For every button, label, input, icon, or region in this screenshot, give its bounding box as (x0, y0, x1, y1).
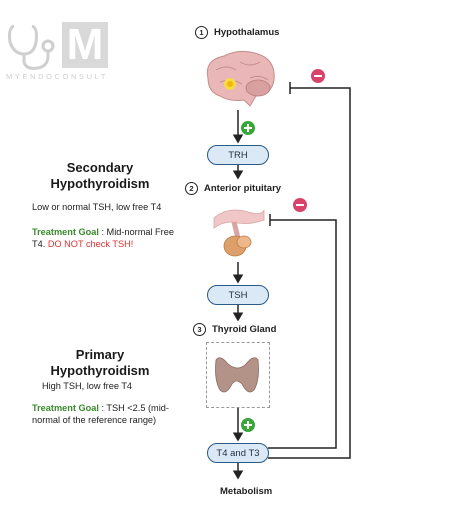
step-number: 3 (193, 323, 206, 336)
thyroid-icon (215, 357, 259, 393)
feedback-loop-pituitary (268, 219, 337, 449)
primary-finding: High TSH, low free T4 (42, 381, 133, 391)
pituitary-icon (213, 209, 265, 257)
brain-icon (206, 50, 275, 107)
step-number: 1 (195, 26, 208, 39)
step-anterior-pituitary: 2 Anterior pituitary (185, 182, 281, 195)
step-label: Anterior pituitary (204, 183, 282, 194)
step-label: Thyroid Gland (212, 324, 277, 335)
primary-title: Primary Hypothyroidism (20, 347, 180, 379)
goal-label: Treatment Goal (32, 227, 99, 237)
brand-logo: M (62, 22, 108, 68)
feedback-loop-hypothalamus (268, 87, 351, 459)
thyroid-frame (206, 342, 270, 408)
primary-title-line2: Hypothyroidism (50, 363, 150, 378)
metabolism-label: Metabolism (220, 486, 273, 497)
t4t3-pill: T4 and T3 (207, 443, 269, 463)
plus-icon (244, 421, 252, 429)
tsh-pill: TSH (207, 285, 269, 305)
secondary-title: Secondary Hypothyroidism (20, 160, 180, 192)
goal-label: Treatment Goal (32, 403, 99, 413)
secondary-finding: Low or normal TSH, low free T4 (32, 202, 162, 212)
stethoscope-logo-icon (8, 24, 55, 70)
secondary-title-line1: Secondary (66, 160, 134, 175)
step-number: 2 (185, 182, 198, 195)
secondary-title-line2: Hypothyroidism (50, 176, 150, 191)
step-label: Hypothalamus (214, 27, 280, 38)
plus-icon (244, 124, 252, 132)
step-thyroid-gland: 3 Thyroid Gland (193, 323, 276, 336)
goal-warning: DO NOT check TSH! (47, 239, 134, 249)
primary-treatment-goal: Treatment Goal : TSH <2.5 (mid-normal of… (32, 402, 182, 426)
trh-pill: TRH (207, 145, 269, 165)
goal-text: : Mid-normal Free T4. (32, 227, 174, 249)
step-hypothalamus: 1 Hypothalamus (195, 26, 279, 39)
goal-text: : TSH <2.5 (mid-normal of the reference … (32, 403, 169, 425)
primary-title-line1: Primary (75, 347, 125, 362)
brand-name: MYENDOCONSULT (6, 72, 108, 81)
secondary-treatment-goal: Treatment Goal : Mid-normal Free T4. DO … (32, 226, 182, 250)
